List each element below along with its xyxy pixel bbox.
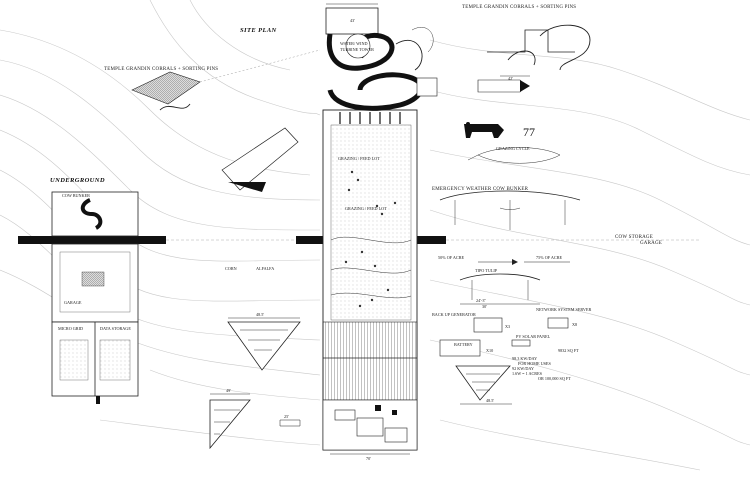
emergency-bunker-label: EMERGENCY WEATHER COW BUNKER <box>432 187 529 192</box>
site-strip <box>322 109 418 451</box>
network-server-label: NETWORK SYSTEM SERVER <box>536 307 591 312</box>
grazing-feed-lot-1: GRAZING / FEED LOT <box>338 156 380 161</box>
x8-label: X8 <box>572 322 577 327</box>
energy-line-5: OR 100,000 SQ FT <box>538 376 571 382</box>
battery-label: BATTERY <box>454 342 473 347</box>
x3-label: X3 <box>505 324 510 329</box>
bunker-canopy <box>439 190 581 230</box>
dim-top-width: 43' <box>350 18 355 23</box>
energy-line-3: 92 KW/DAY <box>512 366 534 371</box>
turbine-spiral <box>325 7 438 124</box>
grazing-cycle-label: GRAZING CYCLE <box>496 146 530 151</box>
sq-ft-label: 9832 SQ FT <box>558 348 579 353</box>
corral-left <box>131 49 321 192</box>
acre-50-label: 50% OF ACRE <box>438 255 465 260</box>
energy-line-4: 1.6W = 1 ACRES <box>512 371 543 376</box>
energy-equipment <box>439 317 569 401</box>
dim-tulip-span: 24'-3" <box>476 298 486 303</box>
energy-line-1: 98.3 KW/DAY <box>512 356 537 361</box>
dim-bottom-width: 70' <box>366 456 371 461</box>
dim-right-tank: 42' <box>508 76 513 81</box>
site-plan-title: SITE PLAN <box>240 27 277 34</box>
dimension-lines <box>210 3 540 455</box>
cow-storage-label: COW STORAGE <box>615 235 653 240</box>
alfalfa-label: ALFALFA <box>256 266 274 271</box>
dim-tri-bottom: 49' <box>226 388 231 393</box>
dim-tri-left: 48.5' <box>256 312 264 317</box>
pv-solar-label: PV SOLAR PANEL <box>516 334 551 339</box>
dim-tulip-base: 30' <box>482 304 487 309</box>
corral-right <box>477 24 591 93</box>
triangle-bunkers <box>209 321 301 450</box>
water-wind-label: WATER/ WIND <box>340 41 368 46</box>
underground-title: UNDERGROUND <box>50 177 105 184</box>
tipo-tulip-diagram <box>459 273 541 300</box>
micro-grid-label: MICRO GRID <box>58 326 83 331</box>
data-storage-label: DATA STORAGE <box>100 326 131 331</box>
cow-count: 77 <box>523 125 535 139</box>
x10-label: X10 <box>486 348 493 353</box>
corn-label: CORN <box>225 266 237 271</box>
temple-grandin-left-label: TEMPLE GRANDIN CORRALS + SORTING PINS <box>104 67 218 72</box>
dim-small-bottom: 25' <box>284 414 289 419</box>
grazing-cycle-diagram <box>467 147 561 164</box>
acre-arrows <box>478 259 570 265</box>
acre-75-label: 75% OF ACRE <box>536 255 563 260</box>
energy-line-2: FOR HOME USES <box>518 361 551 366</box>
tipo-tulip-label: TIPO TULIP <box>475 268 498 273</box>
generator-label: BACK UP GENERATOR <box>432 312 476 317</box>
grazing-feed-lot-2: GRAZING / FEED LOT <box>345 206 387 211</box>
cow-bunker-label: COW BUNKER <box>62 193 90 198</box>
garage-right-label: GARAGE <box>640 241 662 246</box>
turbine-tower-label: TURBINE TOWER <box>340 47 374 52</box>
garage-left-label: GARAGE <box>64 300 82 305</box>
temple-grandin-top-label: TEMPLE GRANDIN CORRALS + SORTING PINS <box>462 5 576 10</box>
underground-plan <box>51 191 139 404</box>
cow-icon <box>464 122 504 138</box>
dim-tri-right: 48.5' <box>486 398 494 403</box>
